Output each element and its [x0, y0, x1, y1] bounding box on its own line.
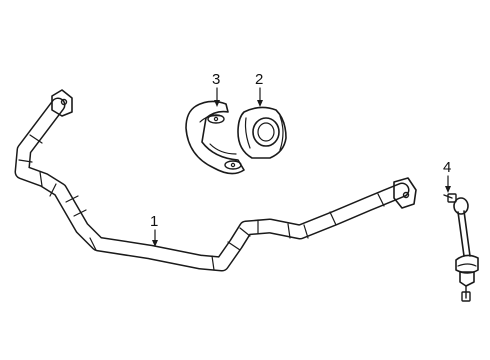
callout-2-label: 2: [255, 71, 263, 88]
bushing-bracket: [185, 100, 245, 175]
callout-3-arrowhead: [214, 100, 220, 107]
stabilizer-link: [443, 193, 479, 302]
callout-2-arrowhead: [257, 100, 263, 107]
callout-1-label: 1: [150, 213, 158, 230]
callout-3-label: 3: [212, 71, 220, 88]
bushing: [237, 106, 287, 159]
stabilizer-bar: [14, 89, 417, 272]
callout-4: 4: [443, 159, 451, 193]
callout-3: 3: [212, 71, 220, 107]
callout-2: 2: [255, 71, 263, 107]
callout-4-arrowhead: [445, 186, 451, 193]
callout-4-label: 4: [443, 159, 451, 176]
callout-1: 1: [150, 213, 158, 247]
callout-1-arrowhead: [152, 240, 158, 247]
